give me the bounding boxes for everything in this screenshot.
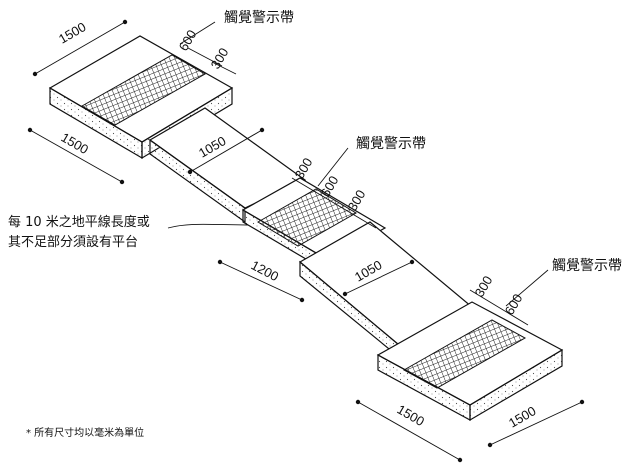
dimension-lines <box>29 21 583 461</box>
dim-top-300: 300 <box>208 45 232 71</box>
bottom-tactile-strip <box>402 319 527 389</box>
dim-bottom-300: 300 <box>472 273 496 299</box>
dim-bottom-600: 600 <box>502 291 526 317</box>
tactile-strip-label-1: 觸覺警示帶 <box>224 10 294 26</box>
footnote: * 所有尺寸均以毫米為單位 <box>26 426 144 439</box>
dim-bottom-depth: 1500 <box>506 403 539 430</box>
ramp-1 <box>148 107 307 224</box>
tactile-strip-label-2: 觸覺警示帶 <box>356 136 426 152</box>
top-tactile-strip <box>80 54 207 126</box>
dim-top-600: 600 <box>176 27 200 53</box>
dim-top-depth: 1500 <box>59 130 92 157</box>
tactile-strip-label-3: 觸覺警示帶 <box>552 258 622 274</box>
platform-note-line1: 每 10 米之地平線長度或 <box>8 214 150 230</box>
dimension-ticks <box>27 19 585 463</box>
platform-note-line2: 其不足部分須設有平台 <box>8 234 138 250</box>
middle-tactile-strip <box>257 188 357 247</box>
dim-mid-length: 1200 <box>249 257 282 284</box>
dim-bottom-width: 1500 <box>395 402 428 429</box>
dim-top-width: 1500 <box>56 19 89 46</box>
